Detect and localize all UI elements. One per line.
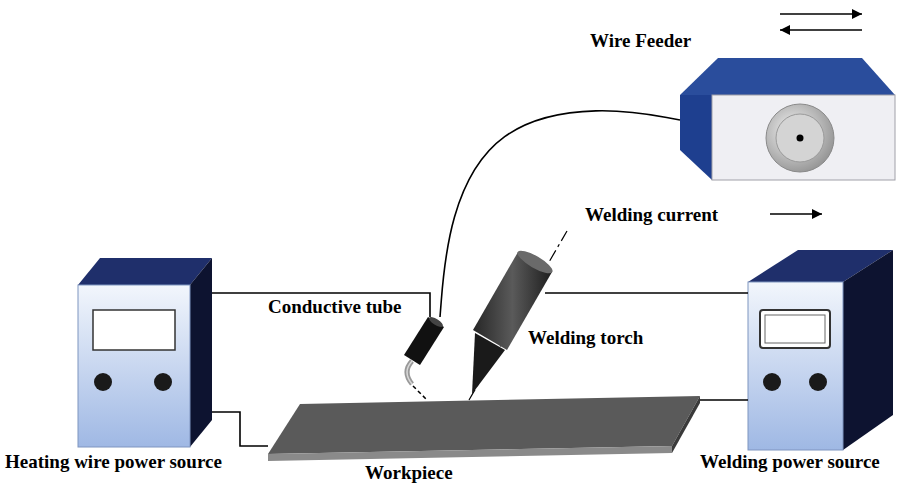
wire-feeder-body — [680, 58, 895, 180]
workpiece-plate — [268, 396, 700, 461]
label-anchor: Welding current — [585, 205, 718, 224]
wire — [545, 292, 748, 294]
wire-feeder: Wire Feeder — [680, 58, 895, 180]
current-direction-arrow — [770, 214, 822, 215]
feeder-direction-arrows — [780, 14, 862, 30]
current-label: Welding current — [585, 205, 718, 224]
conductive-tube: Conductive tube — [404, 317, 444, 365]
wire — [700, 399, 748, 401]
heating-power-source: Heating wire power source — [78, 258, 212, 448]
part-label: Wire Feeder — [590, 31, 691, 50]
heating-power-source-box — [78, 258, 212, 447]
part-label: Heating wire power source — [5, 452, 222, 471]
part-label: Welding power source — [700, 452, 880, 471]
part-label: Workpiece — [365, 463, 453, 482]
part-label: Welding torch — [528, 328, 643, 347]
welding-power-source: Welding power source — [748, 250, 893, 450]
welding-power-source-box — [748, 250, 893, 450]
wire — [212, 412, 268, 446]
wire — [212, 293, 430, 317]
wire — [440, 111, 680, 317]
part-label: Conductive tube — [268, 297, 402, 316]
welding-torch-body — [469, 231, 567, 400]
welding-torch: Welding torch — [465, 245, 545, 400]
conductive-tube-body — [404, 315, 444, 400]
workpiece: Workpiece — [268, 396, 700, 461]
